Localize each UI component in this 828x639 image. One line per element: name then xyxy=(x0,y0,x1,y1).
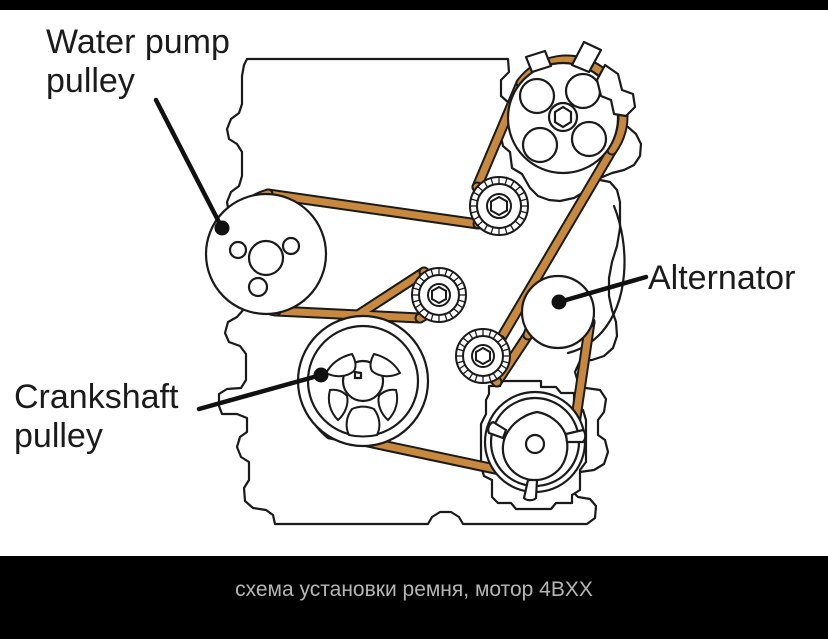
compressor-mount-lugs xyxy=(524,40,637,118)
alternator-pulley xyxy=(520,274,596,350)
crankshaft-spoke-windows xyxy=(324,352,402,438)
water-pump-leader-dot xyxy=(214,220,230,236)
belt-routing-illustration xyxy=(153,40,649,526)
leader-dots xyxy=(214,220,567,383)
caption-bar: схема установки ремня, мотор 4BXX xyxy=(0,556,828,639)
crankshaft-leader-line xyxy=(196,372,324,412)
top-letterbox-bar xyxy=(0,0,828,10)
water-pump-pulley xyxy=(204,192,328,316)
water-pump-leader-line xyxy=(153,97,225,231)
leader-lines xyxy=(153,97,649,412)
idler-pulley-lower xyxy=(455,328,511,384)
crankshaft-pulley-label: Crankshaft pulley xyxy=(14,378,179,455)
crankshaft-leader-dot xyxy=(313,367,329,383)
alternator-leader-dot xyxy=(551,294,567,310)
diagram-canvas: Water pump pulley Crankshaft pulley Alte… xyxy=(0,10,828,556)
tensioner-pulley xyxy=(483,390,587,502)
alternator-leader-line xyxy=(556,274,649,305)
idler-pulley-middle xyxy=(411,267,467,323)
caption-label: схема установки ремня, мотор 4BXX xyxy=(235,578,593,601)
alternator-label: Alternator xyxy=(648,259,796,297)
idler-pulley-upper xyxy=(469,176,529,236)
ac-compressor-pulley xyxy=(506,61,620,175)
water-pump-pulley-label: Water pump pulley xyxy=(46,23,230,100)
